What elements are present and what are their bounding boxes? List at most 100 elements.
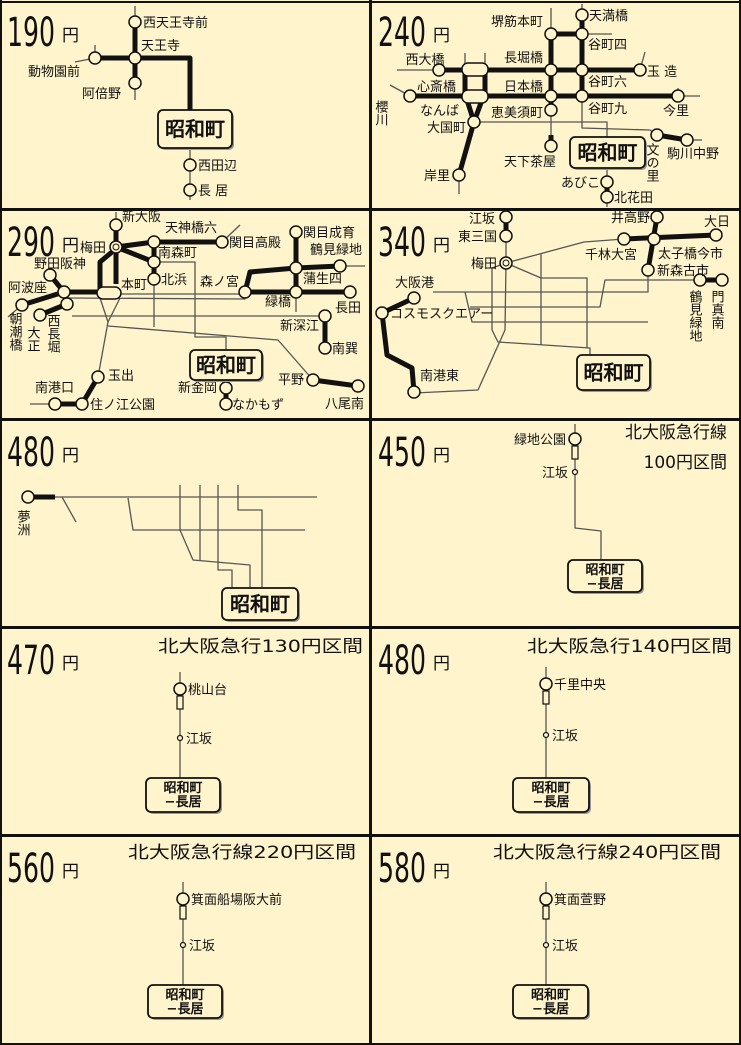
station-label: 大日 bbox=[704, 215, 730, 230]
yen-label: 円 bbox=[62, 446, 79, 466]
station-label: 天満橋 bbox=[589, 9, 628, 24]
station-circle bbox=[57, 285, 71, 299]
station-label: 長田 bbox=[335, 301, 361, 316]
rail-line bbox=[505, 238, 625, 264]
station-circle bbox=[407, 385, 421, 399]
station-circle bbox=[403, 89, 417, 103]
station-circle bbox=[575, 89, 589, 103]
station-label: 江坂 bbox=[189, 939, 215, 954]
station-circle bbox=[48, 397, 62, 411]
yen-label: 円 bbox=[433, 654, 450, 674]
station-label: 野田阪神 bbox=[34, 257, 86, 272]
rail-line bbox=[217, 485, 233, 588]
terminal-label: 昭和町 bbox=[578, 141, 638, 165]
station-circle bbox=[318, 309, 332, 323]
station-circle bbox=[147, 272, 161, 286]
station-circle bbox=[375, 306, 389, 320]
fare-amount: 240 bbox=[378, 10, 426, 56]
station-circle bbox=[680, 133, 694, 147]
station-circle bbox=[617, 232, 631, 246]
rail-line-bold bbox=[95, 55, 193, 112]
station-label: 櫻川 bbox=[373, 100, 389, 126]
station-label: 西田辺 bbox=[198, 159, 237, 174]
terminal-label: 昭和町 bbox=[163, 780, 202, 796]
rail-line bbox=[99, 297, 121, 323]
station-label: 住ノ江公園 bbox=[90, 398, 155, 413]
rail-line bbox=[505, 262, 588, 348]
station-label: 動物園前 bbox=[28, 64, 80, 80]
station-label: 玉出 bbox=[108, 369, 134, 384]
rail-line bbox=[127, 497, 305, 531]
station-circle bbox=[539, 677, 553, 691]
panel-divider bbox=[0, 0, 2, 1045]
transfer-station-oval bbox=[461, 62, 489, 77]
station-label: 天神橋六 bbox=[165, 221, 217, 236]
station-label: 鶴見緑地 bbox=[687, 289, 703, 342]
station-circle bbox=[215, 235, 229, 249]
rail-line bbox=[179, 485, 251, 588]
fare-amount: 450 bbox=[378, 430, 426, 476]
station-platform-rect bbox=[571, 445, 579, 460]
station-label: 桃山台 bbox=[188, 683, 227, 698]
station-label: 文の里 bbox=[644, 143, 660, 182]
fare-amount: 290 bbox=[7, 220, 55, 266]
panel-divider bbox=[0, 418, 741, 421]
station-label: 阿倍野 bbox=[82, 87, 121, 102]
station-label: 南巽 bbox=[332, 341, 358, 357]
station-label: なんば bbox=[420, 104, 459, 119]
rail-line bbox=[413, 262, 507, 394]
station-label: 日本橋 bbox=[504, 80, 543, 95]
station-label: 関目高殿 bbox=[229, 235, 281, 251]
station-label: 南港口 bbox=[35, 380, 74, 396]
station-circle bbox=[343, 285, 357, 299]
station-dot bbox=[542, 731, 550, 739]
yen-label: 円 bbox=[62, 236, 79, 256]
panel-divider bbox=[0, 626, 741, 629]
station-label: 江坂 bbox=[552, 939, 578, 954]
station-circle bbox=[544, 27, 558, 41]
yen-label: 円 bbox=[62, 862, 79, 882]
station-label: 江坂 bbox=[469, 212, 495, 227]
terminal-label: 昭和町 bbox=[584, 361, 644, 385]
station-label: 江坂 bbox=[542, 466, 568, 481]
station-platform-rect bbox=[542, 690, 550, 705]
terminal-box bbox=[147, 984, 223, 1019]
fare-amount: 480 bbox=[378, 638, 426, 684]
rail-line bbox=[97, 321, 109, 378]
station-label: 平野 bbox=[278, 373, 304, 388]
station-label: 太子橋今市 bbox=[658, 246, 723, 262]
terminal-box bbox=[145, 777, 221, 813]
station-circle bbox=[43, 268, 57, 282]
station-label: 北花田 bbox=[614, 190, 653, 206]
terminal-label: −長居 bbox=[165, 795, 202, 810]
station-circle bbox=[128, 76, 142, 90]
fare-amount: 470 bbox=[7, 638, 55, 684]
terminal-label: −長居 bbox=[587, 577, 624, 592]
station-label: 谷町九 bbox=[588, 102, 627, 117]
terminal-label: 昭和町 bbox=[230, 592, 290, 616]
station-circle bbox=[575, 63, 589, 77]
panel-divider bbox=[739, 0, 741, 1045]
terminal-box bbox=[189, 349, 263, 381]
station-circle bbox=[306, 373, 320, 387]
fare-amount: 580 bbox=[378, 846, 426, 892]
station-label: 大国町 bbox=[427, 121, 466, 136]
station-label: 阿波座 bbox=[8, 281, 47, 296]
rail-line-bold bbox=[312, 377, 359, 389]
station-circle bbox=[75, 397, 89, 411]
rail-line-bold bbox=[21, 289, 65, 308]
station-circle bbox=[600, 190, 614, 204]
station-circle bbox=[633, 63, 647, 77]
station-circle bbox=[333, 259, 347, 273]
section-title: 北大阪急行線240円区間 bbox=[493, 843, 721, 863]
station-circle bbox=[650, 210, 664, 224]
terminal-label: 昭和町 bbox=[585, 562, 624, 578]
station-label: 関目成育 bbox=[303, 225, 355, 241]
station-circle bbox=[544, 139, 558, 153]
fare-amount: 190 bbox=[7, 10, 55, 56]
station-circle bbox=[568, 432, 582, 446]
station-circle bbox=[289, 261, 303, 275]
station-dot bbox=[571, 468, 579, 476]
